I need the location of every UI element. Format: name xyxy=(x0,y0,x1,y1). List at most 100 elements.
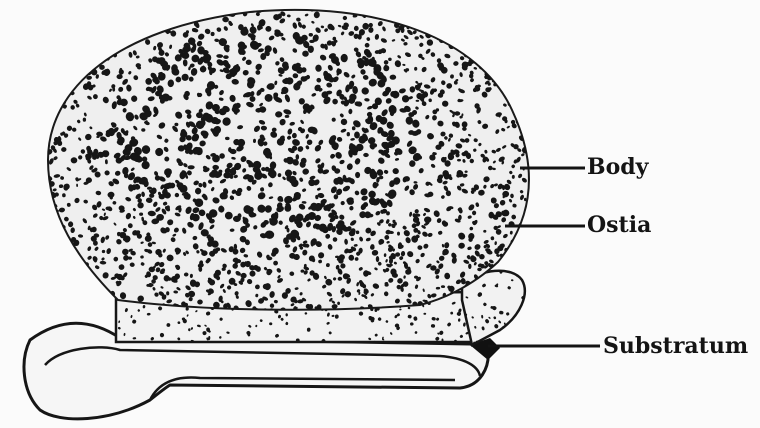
pore-dot xyxy=(41,288,46,293)
pore-dot xyxy=(400,3,405,8)
pore-dot xyxy=(499,332,503,336)
pore-dot xyxy=(502,11,507,16)
pore-dot xyxy=(470,30,474,34)
pore-dot xyxy=(66,72,75,81)
pore-dot xyxy=(245,6,251,12)
pore-dot xyxy=(519,66,522,71)
pore-dot xyxy=(50,229,55,234)
pore-dot xyxy=(521,260,526,265)
pore-dot xyxy=(171,5,174,9)
pore-dot xyxy=(66,42,70,46)
pore-dot xyxy=(484,40,490,44)
pore-dot xyxy=(515,91,519,96)
pore-dot xyxy=(47,301,54,308)
pore-dot xyxy=(499,66,505,73)
pore-dot xyxy=(501,334,505,338)
pore-dot xyxy=(535,70,542,77)
pore-dot xyxy=(459,6,466,13)
pore-dot xyxy=(448,18,453,23)
pore-dot xyxy=(59,59,66,66)
pore-dot xyxy=(518,10,524,16)
pore-dot xyxy=(42,247,50,255)
pore-dot xyxy=(502,16,509,22)
pore-dot xyxy=(39,231,45,237)
pore-dot xyxy=(109,24,114,29)
pore-dot xyxy=(481,16,487,21)
pore-dot xyxy=(500,13,504,18)
pore-dot xyxy=(530,262,537,268)
pore-dot xyxy=(49,309,57,316)
pore-dot xyxy=(101,29,106,35)
pore-dot xyxy=(359,4,366,12)
pore-dot xyxy=(101,51,105,55)
pore-dot xyxy=(78,275,83,280)
pore-dot xyxy=(64,297,68,299)
pore-dot xyxy=(63,293,70,300)
pore-dot xyxy=(432,7,436,11)
pore-dot xyxy=(533,268,536,272)
pore-dot xyxy=(37,99,43,104)
pore-dot xyxy=(464,36,468,39)
pore-dot xyxy=(61,36,66,40)
pore-dot xyxy=(523,260,531,268)
pore-dot xyxy=(128,37,133,43)
pore-dot xyxy=(87,14,91,18)
pore-dot xyxy=(98,308,104,313)
pore-dot xyxy=(38,152,43,155)
pore-dot xyxy=(94,41,99,48)
pore-dot xyxy=(529,254,534,259)
pore-dot xyxy=(532,135,537,139)
pore-dot xyxy=(409,14,413,19)
pore-dot xyxy=(58,27,62,31)
pore-dot xyxy=(244,6,248,10)
pore-dot xyxy=(390,10,399,19)
pore-dot xyxy=(53,83,58,88)
pore-dot xyxy=(535,63,539,70)
pore-dot xyxy=(76,20,83,27)
pore-dot xyxy=(85,39,89,43)
pore-dot xyxy=(275,3,281,9)
pore-dot xyxy=(44,214,48,218)
pore-dot xyxy=(39,92,42,97)
pore-dot xyxy=(83,286,89,292)
pore-dot xyxy=(107,305,111,309)
pore-dot xyxy=(73,240,79,246)
pore-dot xyxy=(523,95,528,100)
pore-dot xyxy=(107,14,111,20)
pore-dot xyxy=(56,311,63,318)
pore-dot xyxy=(52,263,56,267)
pore-dot xyxy=(67,55,75,63)
pore-dot xyxy=(62,72,68,78)
pore-dot xyxy=(410,20,414,24)
pore-dot xyxy=(37,50,44,58)
pore-dot xyxy=(50,26,56,32)
pore-dot xyxy=(80,32,86,38)
pore-dot xyxy=(68,285,76,293)
pore-dot xyxy=(376,256,379,262)
pore-dot xyxy=(516,262,523,269)
pore-dot xyxy=(441,12,449,20)
pore-dot xyxy=(393,6,398,12)
pore-dot xyxy=(422,13,426,17)
pore-dot xyxy=(410,86,416,92)
pore-dot xyxy=(140,20,145,24)
pore-dot xyxy=(43,250,51,258)
pore-dot xyxy=(52,97,58,103)
pore-dot xyxy=(55,225,60,231)
pore-dot xyxy=(123,27,128,32)
pore-dot xyxy=(41,189,49,196)
pore-dot xyxy=(522,50,528,56)
pore-dot xyxy=(54,237,60,244)
pore-dot xyxy=(534,189,540,195)
pore-dot xyxy=(92,43,99,49)
pore-dot xyxy=(44,56,52,64)
pore-dot xyxy=(39,171,43,177)
pore-dot xyxy=(470,47,476,52)
pore-dot xyxy=(41,127,46,130)
pore-dot xyxy=(92,27,98,34)
pore-dot xyxy=(49,238,56,245)
pore-dot xyxy=(515,56,518,60)
pore-dot xyxy=(480,7,484,11)
pore-dot xyxy=(384,6,392,14)
pore-dot xyxy=(471,29,477,35)
